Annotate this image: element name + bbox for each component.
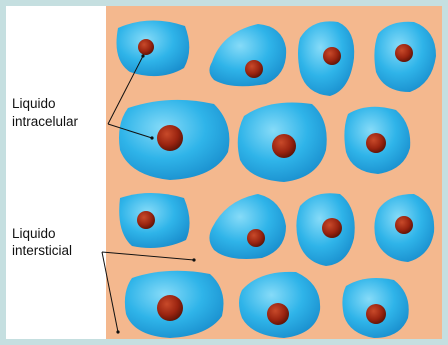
nucleus bbox=[395, 44, 413, 62]
intracellular-label-line1: Liquido bbox=[12, 96, 56, 111]
interstitial-leader-dot bbox=[192, 258, 195, 261]
intracellular-label-line2: intracelular bbox=[12, 114, 79, 129]
interstitial-label-line2: intersticial bbox=[12, 243, 72, 258]
nucleus bbox=[366, 133, 386, 153]
interstitial-leader-dot bbox=[116, 330, 119, 333]
nucleus bbox=[272, 134, 296, 158]
nucleus bbox=[245, 60, 263, 78]
nucleus bbox=[366, 304, 386, 324]
nucleus bbox=[395, 216, 413, 234]
nucleus bbox=[137, 211, 155, 229]
nucleus bbox=[267, 303, 289, 325]
interstitial-label-line1: Liquido bbox=[12, 226, 56, 241]
label-panel bbox=[6, 6, 106, 339]
nucleus bbox=[157, 295, 183, 321]
intracellular-leader-dot bbox=[141, 54, 144, 57]
nucleus bbox=[138, 39, 154, 55]
nucleus bbox=[323, 47, 341, 65]
intracellular-leader-dot bbox=[150, 136, 153, 139]
nucleus bbox=[322, 218, 342, 238]
nucleus bbox=[247, 229, 265, 247]
nucleus bbox=[157, 125, 183, 151]
